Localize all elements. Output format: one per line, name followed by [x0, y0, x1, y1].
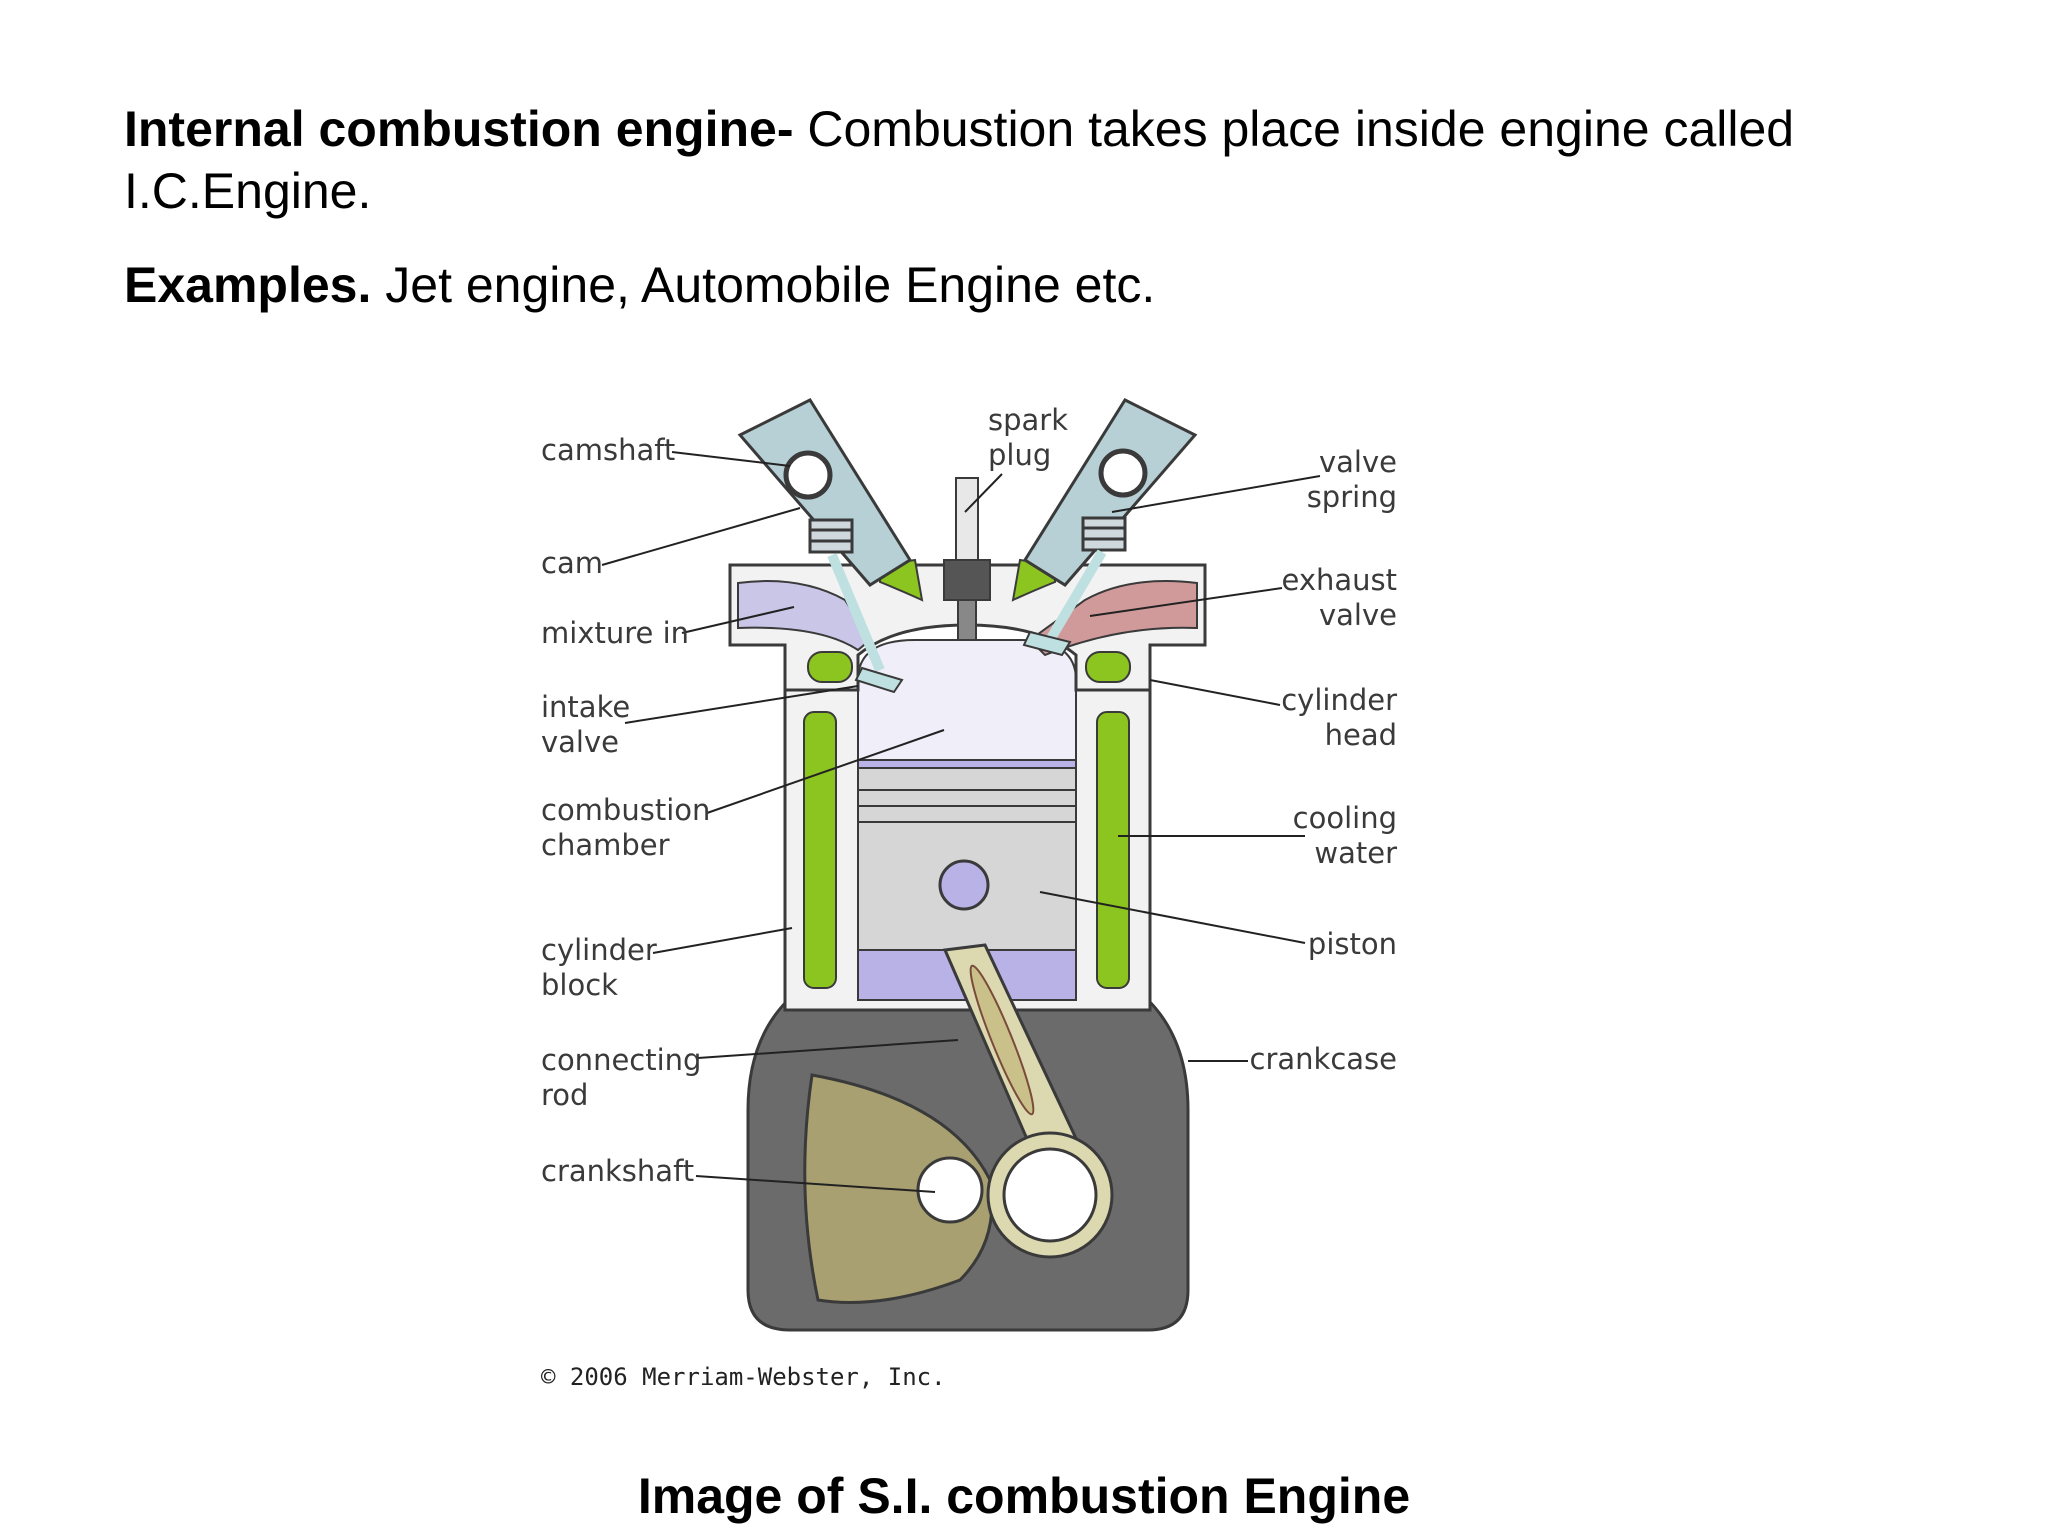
label-cylinder-block: block: [541, 968, 618, 1002]
label-crankcase: crankcase: [1250, 1042, 1397, 1076]
crank-pin: [1002, 1147, 1098, 1243]
intro-paragraph: Internal combustion engine- Combustion t…: [124, 98, 1944, 222]
label-exhaust: exhaust: [1281, 563, 1397, 597]
label-cylinder-head-2: head: [1325, 718, 1397, 752]
spark-plug-shape: [943, 477, 991, 641]
exhaust-valve-head: [1022, 630, 1072, 657]
label-combustion: combustion: [541, 793, 710, 827]
label-spark-plug: plug: [988, 438, 1051, 472]
combustion-chamber-shape: [857, 639, 1077, 761]
intake-valve-stem: [827, 553, 885, 672]
camshaft-left: [783, 450, 833, 500]
label-combustion-chamber: chamber: [541, 828, 670, 862]
label-connecting: connecting: [541, 1043, 701, 1077]
label-crankshaft: crankshaft: [541, 1154, 694, 1188]
intro-definition: Combustion takes place inside engine cal…: [124, 101, 1795, 219]
label-valve-spring: spring: [1307, 480, 1397, 514]
connecting-rod-slot: [969, 964, 1035, 1116]
piston-shape: [857, 767, 1077, 951]
examples-paragraph: Examples. Jet engine, Automobile Engine …: [124, 254, 1944, 316]
cooling-water-right: [1096, 711, 1130, 989]
intro-term: Internal combustion engine-: [124, 101, 794, 157]
label-connecting-rod: rod: [541, 1078, 588, 1112]
label-cylinder: cylinder: [541, 933, 657, 967]
cooling-water-left: [803, 711, 837, 989]
figure-caption: Image of S.I. combustion Engine: [637, 1468, 1411, 1524]
label-cylinder-head-1: cylinder: [1281, 683, 1397, 717]
label-cam: cam: [541, 546, 603, 580]
examples-text: Jet engine, Automobile Engine etc.: [371, 257, 1156, 313]
leader-lines: [601, 451, 1321, 1193]
label-spark: spark: [988, 403, 1068, 437]
examples-label: Examples.: [124, 257, 372, 313]
head-cooling-right: [1085, 651, 1131, 683]
label-cooling-water: water: [1314, 836, 1397, 870]
label-cooling: cooling: [1293, 801, 1397, 835]
camshaft-right: [1098, 448, 1148, 498]
label-intake-valve: valve: [541, 725, 619, 759]
label-valve: valve: [1319, 445, 1397, 479]
copyright-text: © 2006 Merriam-Webster, Inc.: [541, 1363, 946, 1391]
valve-spring-left: [808, 518, 854, 554]
intake-valve-head: [854, 666, 904, 694]
label-intake: intake: [541, 690, 630, 724]
label-exhaust-valve: valve: [1319, 598, 1397, 632]
label-piston: piston: [1308, 927, 1397, 961]
label-mixture-in: mixture in: [541, 616, 689, 650]
exhaust-port: [1028, 580, 1198, 657]
valve-spring-right: [1081, 516, 1127, 552]
head-cooling-left: [807, 651, 853, 683]
label-camshaft: camshaft: [541, 433, 675, 467]
crankshaft-journal: [916, 1156, 984, 1224]
intake-port: [737, 580, 872, 652]
exhaust-valve-stem: [1045, 549, 1107, 643]
